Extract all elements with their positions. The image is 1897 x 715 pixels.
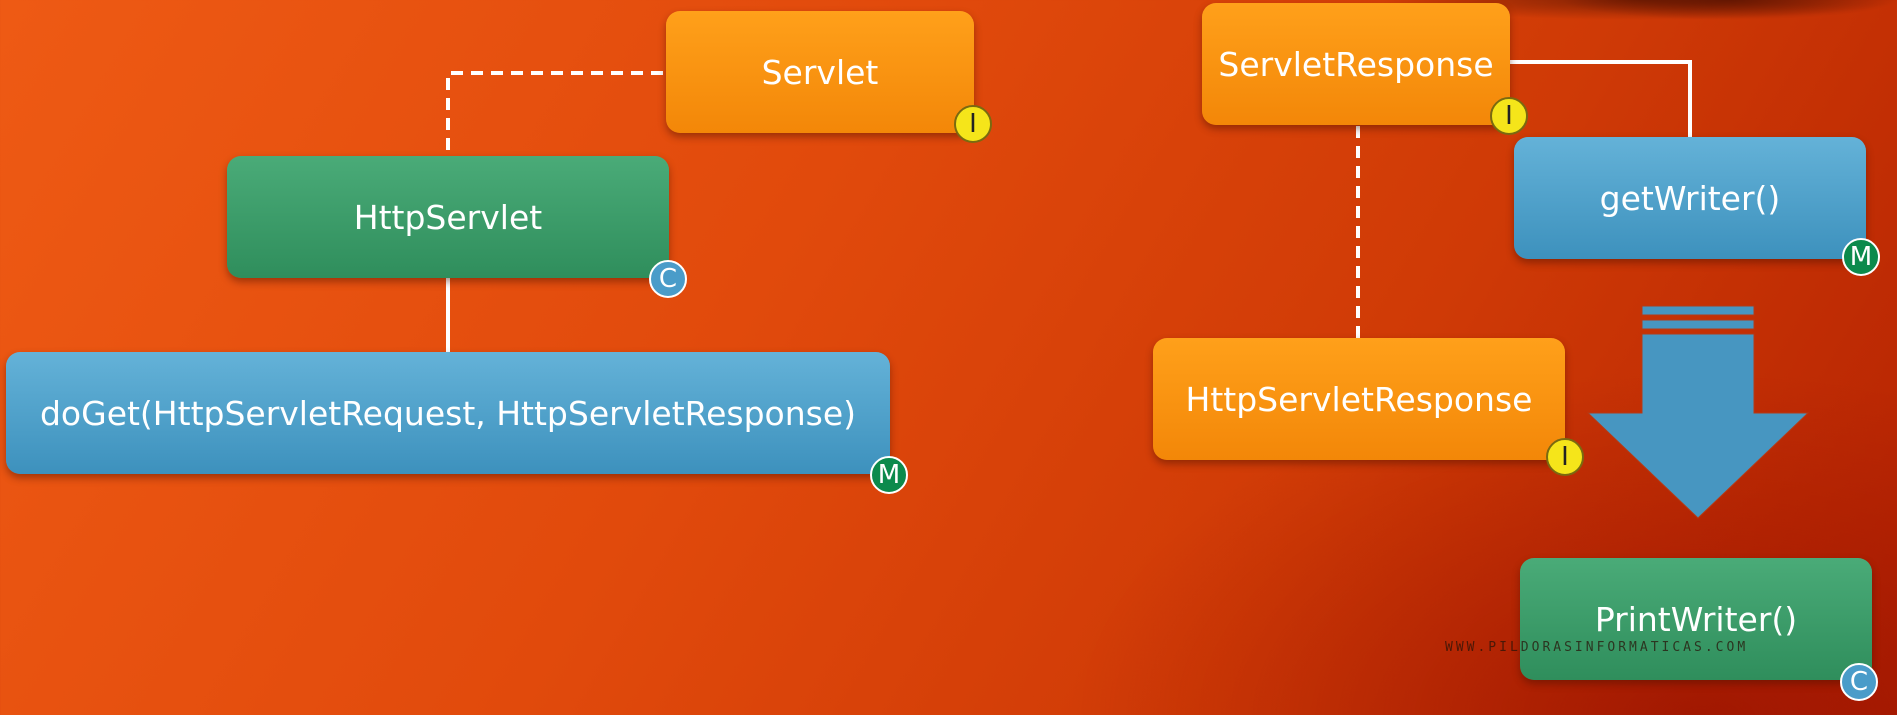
node-httpservletresponse: HttpServletResponse	[1153, 338, 1565, 460]
class-badge-icon: C	[1840, 663, 1878, 701]
interface-badge-icon: I	[1546, 438, 1584, 476]
node-label: getWriter()	[1599, 178, 1781, 218]
node-label: doGet(HttpServletRequest, HttpServletRes…	[39, 393, 856, 433]
down-arrow-icon	[1586, 305, 1810, 519]
background-shade	[1560, 0, 1897, 20]
node-label: HttpServlet	[353, 197, 543, 237]
interface-badge-icon: I	[1490, 97, 1528, 135]
node-printwriter: PrintWriter()	[1520, 558, 1872, 680]
node-label: PrintWriter()	[1594, 599, 1798, 639]
node-doget: doGet(HttpServletRequest, HttpServletRes…	[6, 352, 890, 474]
connector-servlet-httpservlet	[446, 71, 663, 156]
node-label: HttpServletResponse	[1185, 379, 1533, 419]
connector-servletresponse-getwriter	[1510, 60, 1692, 137]
node-label: ServletResponse	[1218, 44, 1494, 84]
watermark: WWW.PILDORASINFORMATICAS.COM	[1445, 640, 1749, 655]
method-badge-icon: M	[1842, 238, 1880, 276]
node-servlet: Servlet	[666, 11, 974, 133]
node-httpservlet: HttpServlet	[227, 156, 669, 278]
class-badge-icon: C	[649, 260, 687, 298]
method-badge-icon: M	[870, 456, 908, 494]
node-label: Servlet	[761, 52, 879, 92]
node-getwriter: getWriter()	[1514, 137, 1866, 259]
node-servletresponse: ServletResponse	[1202, 3, 1510, 125]
interface-badge-icon: I	[954, 105, 992, 143]
